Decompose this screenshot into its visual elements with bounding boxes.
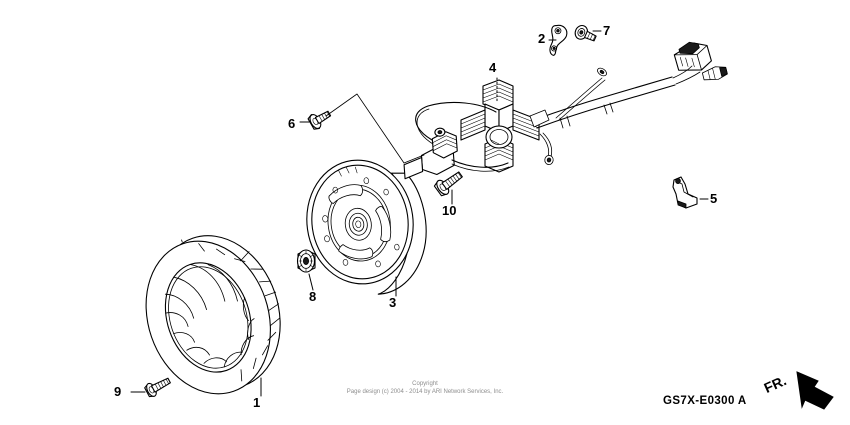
part-wire-clamp xyxy=(548,24,568,56)
copyright-notice: Copyright Page design (c) 2004 - 2014 by… xyxy=(0,381,850,396)
callout-5[interactable]: 5 xyxy=(710,191,718,206)
callout-10[interactable]: 10 xyxy=(442,203,457,218)
callout-2[interactable]: 2 xyxy=(538,31,546,46)
part-clamp-screw xyxy=(574,24,602,42)
copyright-line-2: Page design (c) 2004 - 2014 by ARI Netwo… xyxy=(346,388,504,395)
callout-3[interactable]: 3 xyxy=(389,295,397,310)
part-stator-assembly xyxy=(460,77,540,173)
copyright-line-1: Copyright xyxy=(412,381,438,387)
part-stator-mounting-bolt xyxy=(433,171,463,205)
part-wire-harness xyxy=(529,41,728,165)
callout-8[interactable]: 8 xyxy=(309,289,317,304)
part-pulse-generator-bolt xyxy=(299,93,425,164)
callout-6[interactable]: 6 xyxy=(288,116,296,131)
part-fan-flange-bolt xyxy=(130,377,171,398)
part-flywheel-rotor xyxy=(306,159,427,297)
callout-4[interactable]: 4 xyxy=(489,60,497,75)
part-flywheel-nut xyxy=(296,249,316,291)
part-cable-bracket xyxy=(672,176,709,209)
part-pulse-generator xyxy=(403,101,510,180)
diagram-part-number: GS7X-E0300 A xyxy=(663,395,747,407)
callout-7[interactable]: 7 xyxy=(603,23,611,38)
callout-9[interactable]: 9 xyxy=(114,384,122,399)
direction-arrow-icon xyxy=(796,371,834,410)
callout-1[interactable]: 1 xyxy=(253,395,261,410)
part-cooling-fan xyxy=(145,235,281,397)
